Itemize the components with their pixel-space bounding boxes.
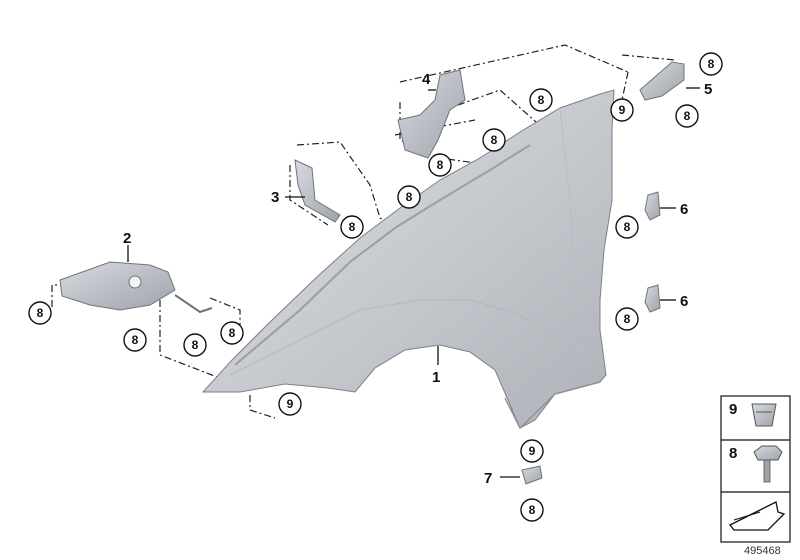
fastener-markers [28,52,764,522]
diagram-id: 495468 [744,545,781,557]
clip-part-6-upper[interactable] [644,191,661,221]
marker-label: 8 [491,133,498,147]
front-fender[interactable] [201,89,615,430]
bracket-part-5[interactable] [639,61,685,101]
callout-3: 3 [271,189,279,206]
legend-label-mid: 8 [729,445,737,462]
marker-label: 8 [37,306,44,320]
callout-1: 1 [432,369,440,386]
marker-label: 9 [619,103,626,117]
callout-6-lower: 6 [680,293,688,310]
marker-label: 8 [349,220,356,234]
marker-label: 8 [708,57,715,71]
marker-label: 8 [684,109,691,123]
callout-leaders [127,87,700,478]
callout-2: 2 [123,230,131,247]
marker-label: 8 [132,333,139,347]
clip-part-6-lower[interactable] [644,284,661,313]
marker-label: 8 [624,220,631,234]
bracket-part-3[interactable] [294,159,341,223]
bracket-part-4[interactable] [397,69,466,159]
clip-nut-icon [751,403,777,427]
legend-label-top: 9 [729,401,737,418]
callout-5: 5 [704,81,712,98]
callout-7: 7 [484,470,492,487]
marker-label: 8 [624,312,631,326]
bolt-icon [753,445,783,483]
marker-label: 8 [437,158,444,172]
marker-label: 8 [229,326,236,340]
clip-part-7[interactable] [521,465,543,485]
fastener-marker-labels: 8 8 8 8 8 8 8 8 8 8 8 8 8 8 9 9 9 [37,57,715,517]
marker-label: 8 [529,503,536,517]
bracket-part-2[interactable] [59,261,213,314]
marker-label: 9 [287,397,294,411]
callout-6-upper: 6 [680,201,688,218]
fastener-legend: 9 8 [720,395,791,543]
direction-arrow-icon [728,501,786,531]
marker-label: 9 [529,444,536,458]
marker-label: 8 [406,190,413,204]
marker-label: 8 [192,338,199,352]
callout-labels: 1 2 3 4 5 6 6 7 [123,71,712,487]
callout-4: 4 [422,71,431,88]
marker-label: 8 [538,93,545,107]
